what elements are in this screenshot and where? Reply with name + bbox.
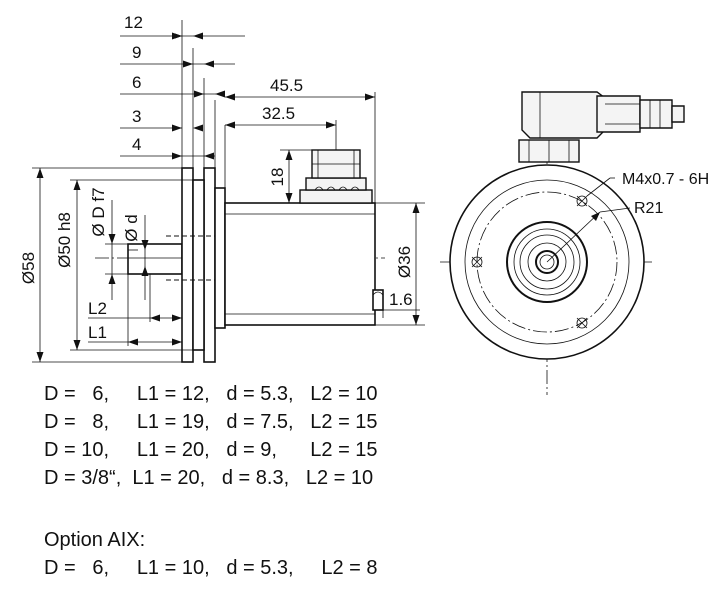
radius-label: R21 — [634, 200, 663, 217]
dim-dia-50-h8: Ø50 h8 — [55, 212, 74, 268]
flange-plate-rear — [203, 167, 216, 363]
connector-side — [299, 149, 373, 204]
dim-1-6: 1.6 — [389, 290, 413, 309]
table-row: D = 6, L1 = 12, d = 5.3, L2 = 10 — [44, 383, 378, 405]
shaft-circle — [539, 254, 555, 270]
dim-18: 18 — [268, 168, 287, 187]
dim-dia-58: Ø58 — [19, 252, 38, 284]
label-l1: L1 — [88, 323, 107, 342]
encoder-housing — [224, 202, 376, 326]
threaded-holes — [471, 195, 588, 329]
flange-spacer — [192, 179, 205, 351]
dim-6: 6 — [132, 73, 141, 92]
thread-label: M4x0.7 - 6H — [622, 171, 709, 188]
connector-front — [518, 91, 685, 163]
dim-4: 4 — [132, 135, 141, 154]
bolt-circle — [476, 191, 618, 333]
right-dimensions: 18 Ø36 1.6 — [268, 149, 425, 326]
front-view: M4x0.7 - 6H R21 — [440, 91, 709, 395]
dim-dia-36: Ø36 — [395, 246, 414, 278]
flange-hub — [214, 187, 226, 329]
dim-9: 9 — [132, 43, 141, 62]
length-dimensions: L2 L1 — [88, 274, 182, 346]
left-dimensions: Ø58 Ø50 h8 Ø D f7 Ø d — [19, 167, 193, 363]
dim-45-5: 45.5 — [270, 76, 303, 95]
dim-32-5: 32.5 — [262, 104, 295, 123]
dim-dia-d-f7: Ø D f7 — [89, 187, 108, 236]
dim-3: 3 — [132, 107, 141, 126]
table-row: D = 3/8“, L1 = 20, d = 8.3, L2 = 10 — [44, 467, 374, 489]
shaft — [127, 243, 183, 275]
table-row: D = 8, L1 = 19, d = 7.5, L2 = 15 — [44, 411, 378, 433]
dim-dia-d: Ø d — [122, 214, 141, 241]
fixing-stud — [372, 289, 384, 311]
option-title: Option AIX: — [44, 529, 146, 551]
side-view: 12 9 6 3 4 45.5 32.5 — [19, 13, 425, 363]
flange-circle — [506, 221, 588, 303]
option-row: D = 6, L1 = 10, d = 5.3, L2 = 8 — [44, 557, 378, 579]
dim-12: 12 — [124, 13, 143, 32]
housing-inner-circle — [464, 179, 630, 345]
top-dimensions: 12 9 6 3 4 45.5 32.5 — [120, 13, 376, 203]
label-l2: L2 — [88, 299, 107, 318]
flange-plate-front — [181, 167, 194, 363]
table-row: D = 10, L1 = 20, d = 9, L2 = 15 — [44, 439, 378, 461]
